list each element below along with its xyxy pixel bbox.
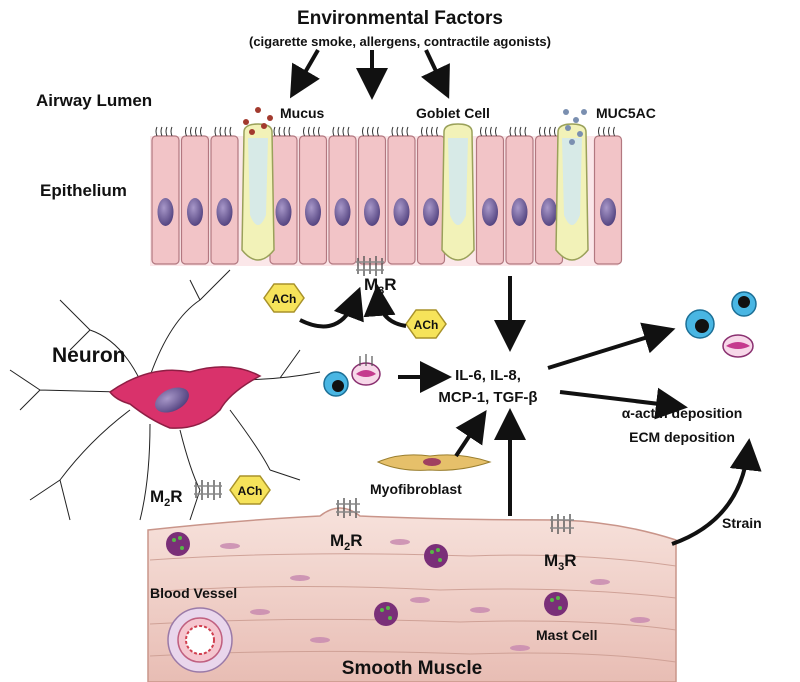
epithelial-nucleus	[157, 198, 174, 226]
cilia	[155, 126, 615, 137]
muc5ac-label: MUC5AC	[596, 105, 656, 121]
m3r-muscle-label: M3R	[544, 551, 577, 573]
diagram-title: Environmental Factors	[297, 8, 503, 29]
epithelium-layer	[150, 123, 623, 266]
mast-cell-3	[374, 602, 398, 626]
smooth-muscle-label: Smooth Muscle	[342, 658, 482, 679]
ach-arrows	[299, 284, 407, 329]
airway-lumen-label: Airway Lumen	[36, 91, 152, 110]
m2r-receptor-muscle	[336, 498, 360, 518]
neuron-label: Neuron	[52, 344, 126, 367]
ecm-label: ECM deposition	[629, 429, 735, 445]
epithelial-nucleus	[187, 198, 203, 226]
m3r-epithelium-label: M3R	[364, 275, 397, 297]
goblet-cell-right	[555, 123, 589, 261]
blood-vessel	[167, 607, 233, 673]
epithelial-nucleus	[541, 198, 557, 226]
strain-arrow	[671, 438, 762, 546]
smooth-muscle-layer	[147, 507, 677, 682]
actin-label: α-actin deposition	[622, 405, 743, 421]
mast-cell-2	[424, 544, 448, 568]
strain-label: Strain	[722, 515, 762, 531]
epithelial-nucleus	[364, 198, 380, 226]
myofibroblast	[376, 454, 492, 471]
immune-cell-blue	[323, 371, 349, 397]
svg-text:ACh: ACh	[238, 484, 263, 498]
epithelium-label: Epithelium	[40, 181, 127, 200]
mast-cell-1	[166, 532, 190, 556]
epithelial-nucleus	[511, 198, 528, 226]
cytokines-line2: MCP-1, TGF-β	[438, 389, 537, 406]
environment-arrows	[289, 48, 450, 100]
cytokine-arrows	[547, 322, 688, 420]
mast-cell-4	[544, 592, 568, 616]
epithelial-nucleus	[393, 198, 410, 226]
ach-molecule-left: ACh	[263, 283, 305, 313]
epithelial-nucleus	[334, 198, 351, 226]
m3r-receptor-epithelium	[356, 256, 384, 276]
ach-molecule-lower: ACh	[229, 475, 271, 505]
epithelial-nucleus	[600, 198, 616, 226]
cytokines-line1: IL-6, IL-8,	[455, 367, 521, 384]
svg-text:ACh: ACh	[272, 292, 297, 306]
goblet-cell-center	[441, 123, 475, 261]
myofibroblast-to-cytokines-arrow	[454, 410, 487, 458]
m2r-receptor-neuron	[194, 480, 222, 500]
goblet-cell-label: Goblet Cell	[416, 105, 490, 121]
mucus-dots	[243, 107, 273, 135]
svg-text:ACh: ACh	[414, 318, 439, 332]
mast-cell-label: Mast Cell	[536, 627, 597, 643]
m2r-muscle-label: M2R	[330, 531, 363, 553]
ach-molecule-right: ACh	[405, 309, 447, 339]
epithelial-nucleus	[216, 198, 233, 226]
goblet-cell-left	[241, 123, 275, 261]
mucus-label: Mucus	[280, 105, 325, 121]
epithelial-nucleus	[305, 198, 321, 226]
diagram-subtitle: (cigarette smoke, allergens, contractile…	[249, 34, 551, 49]
muc5ac-dots	[563, 109, 587, 145]
epithelial-nucleus	[482, 198, 498, 226]
m3r-receptor-muscle	[550, 514, 574, 534]
epithelial-nucleus	[423, 198, 439, 226]
immune-cluster-right	[685, 291, 757, 358]
myofibroblast-label: Myofibroblast	[370, 481, 462, 497]
m2r-neuron-label: M2R	[150, 487, 183, 509]
epithelial-nucleus	[275, 198, 292, 226]
blood-vessel-label: Blood Vessel	[150, 585, 237, 601]
immune-cell-pink	[351, 354, 381, 386]
neuron	[9, 269, 321, 521]
epithelial-cells	[151, 135, 623, 265]
